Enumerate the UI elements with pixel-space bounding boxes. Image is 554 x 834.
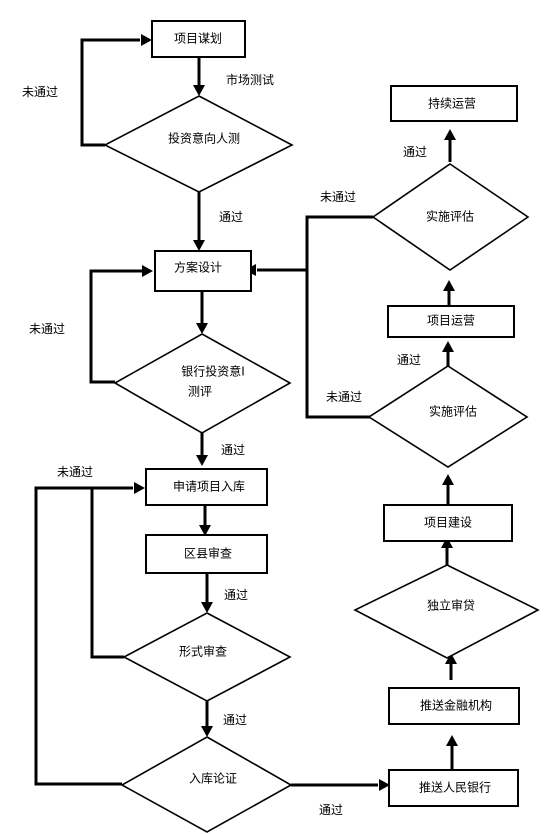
node-label: 投资意向人测 xyxy=(168,131,240,146)
node-db-argument: 入库论证 xyxy=(120,736,293,833)
edge-label-pass: 通过 xyxy=(221,443,245,457)
node-project-operation: 项目运营 xyxy=(387,305,515,338)
node-label-line-1: 银行投资意I xyxy=(181,364,245,379)
edge-labels: 市场测试 未通过 通过 未通过 通过 未通过 通过 通过 通过 通过 未通过 通… xyxy=(22,72,427,817)
line-argument-fail-loop xyxy=(34,486,133,786)
node-county-review: 区县审查 xyxy=(145,534,268,574)
node-label: 项目建设 xyxy=(424,516,472,530)
line-bank-fail-loop xyxy=(89,269,145,384)
node-label: 形式审查 xyxy=(179,644,227,659)
node-bank-evaluation: 银行投资意I 测评 xyxy=(113,333,292,434)
node-label: 推送人民银行 xyxy=(419,780,491,795)
node-implementation-evaluation-1: 实施评估 xyxy=(367,365,529,468)
node-independent-review: 独立审贷 xyxy=(353,564,540,659)
node-continuous-operation: 持续运营 xyxy=(390,85,518,122)
edge-label-pass: 通过 xyxy=(397,353,421,367)
edge-label-pass: 通过 xyxy=(223,713,247,727)
edge-label-not-pass: 未通过 xyxy=(57,465,93,479)
edge-label-market-test: 市场测试 xyxy=(226,72,274,87)
edge-label-pass: 通过 xyxy=(403,145,427,159)
node-label: 项目运营 xyxy=(427,314,475,328)
node-label: 入库论证 xyxy=(189,771,237,786)
node-project-planning: 项目谋划 xyxy=(151,20,246,58)
node-apply-project-db: 申请项目入库 xyxy=(145,468,268,506)
edge-label-pass: 通过 xyxy=(224,588,248,602)
node-label: 实施评估 xyxy=(429,404,477,419)
line-eval1-fail xyxy=(305,270,371,419)
edge-label-not-pass: 未通过 xyxy=(326,390,362,404)
node-scheme-design: 方案设计 xyxy=(154,250,252,292)
line-eval2-fail xyxy=(257,215,373,272)
node-label: 持续运营 xyxy=(428,96,476,111)
node-implementation-evaluation-2: 实施评估 xyxy=(371,163,530,271)
node-label: 独立审贷 xyxy=(427,598,475,613)
edge-label-not-pass: 未通过 xyxy=(29,322,65,336)
node-label: 实施评估 xyxy=(426,209,474,224)
node-push-pboc: 推送人民银行 xyxy=(388,769,519,807)
node-investment-intent-test: 投资意向人测 xyxy=(103,95,294,193)
node-label: 方案设计 xyxy=(174,260,222,275)
node-label: 推送金融机构 xyxy=(420,698,492,713)
node-formal-review: 形式审查 xyxy=(122,612,292,702)
edge-label-not-pass: 未通过 xyxy=(22,85,58,99)
node-project-construction: 项目建设 xyxy=(383,504,513,542)
node-label-line-2: 测评 xyxy=(188,385,212,399)
edge-label-pass: 通过 xyxy=(319,803,343,817)
node-label: 区县审查 xyxy=(184,546,232,561)
edge-label-pass: 通过 xyxy=(219,210,243,224)
line-formal-fail-loop xyxy=(90,488,124,659)
line-intent-fail-loop xyxy=(80,38,140,147)
edge-label-not-pass: 未通过 xyxy=(320,190,356,204)
node-push-finance-inst: 推送金融机构 xyxy=(388,687,520,725)
node-label: 申请项目入库 xyxy=(173,479,245,494)
node-label: 项目谋划 xyxy=(174,32,222,46)
